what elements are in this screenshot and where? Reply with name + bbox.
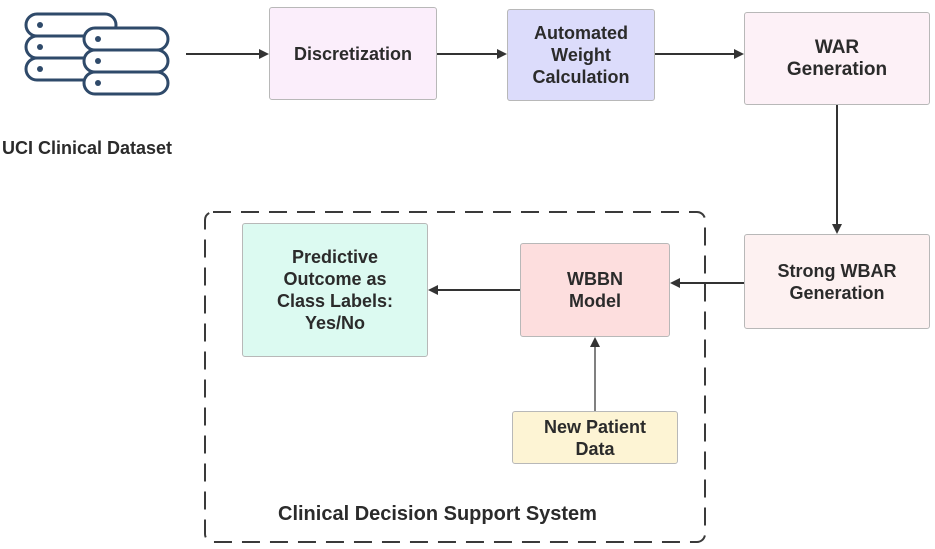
- cdss-boundary: [204, 211, 706, 543]
- database-icon: [24, 12, 170, 96]
- wbbn-model-node: WBBN Model: [520, 243, 670, 337]
- new-patient-node: New Patient Data: [512, 411, 678, 464]
- strong-wbar-node: Strong WBAR Generation: [744, 234, 930, 329]
- war-generation-node: WAR Generation: [744, 12, 930, 105]
- predictive-outcome-node: Predictive Outcome as Class Labels: Yes/…: [242, 223, 428, 357]
- cdss-label: Clinical Decision Support System: [278, 503, 597, 525]
- discretization-node: Discretization: [269, 7, 437, 100]
- dataset-label: UCI Clinical Dataset: [2, 138, 173, 158]
- automated-weight-node: Automated Weight Calculation: [507, 9, 655, 101]
